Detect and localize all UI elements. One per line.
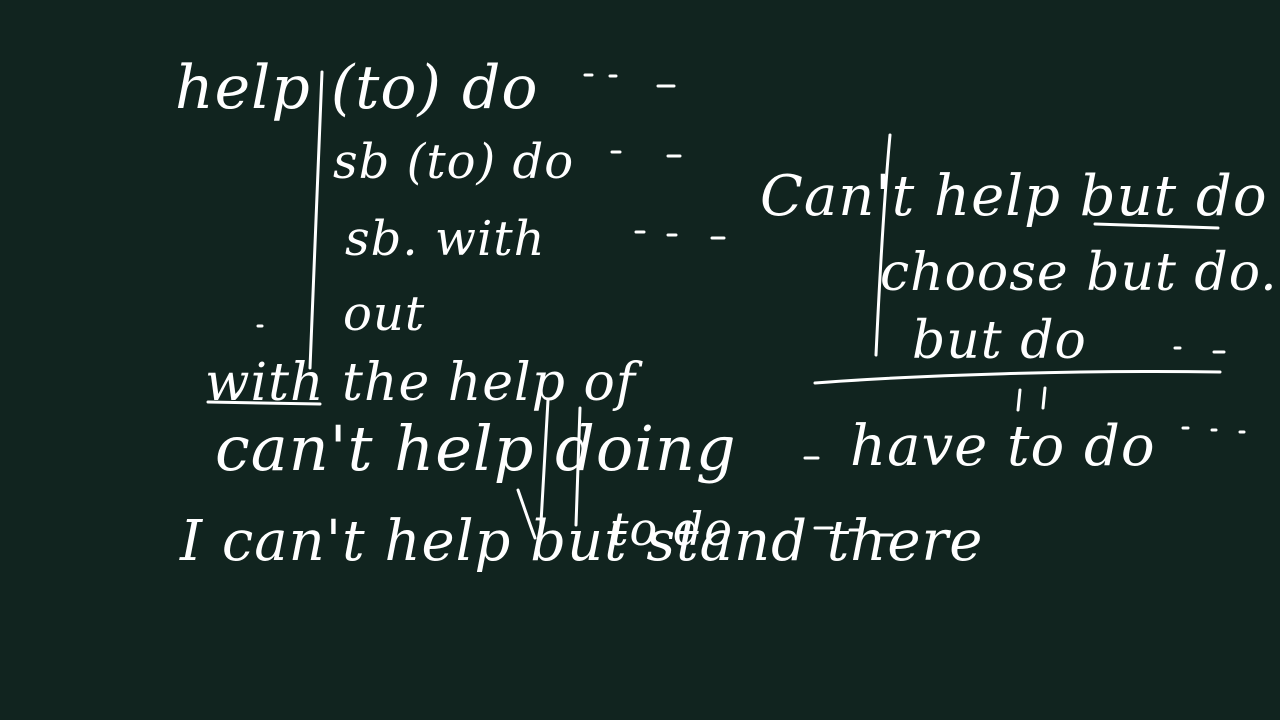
help-bracket-line [308,70,324,370]
note-out: out [343,286,425,342]
note-sb-with: sb. with [345,211,546,267]
note-choose-but-do: choose but do. [880,243,1278,303]
dash-mark [813,526,894,537]
note-sb-to-do: sb (to) do [333,134,574,190]
dash-mark [610,150,682,158]
note-have-to-do: have to do [850,414,1156,479]
quote-marks [1016,386,1047,412]
note-cant-help-but-do: Can't help but do [760,164,1268,229]
note-cant-help-but-stand: I can't help but stand there [179,509,983,574]
underline-with [206,400,322,406]
brace-connector [516,398,582,542]
dash-mark [1173,346,1226,354]
dash-mark [1181,426,1246,434]
note-but-do: but do [912,311,1087,371]
right-bracket-line [874,133,892,357]
divider-line [813,370,1222,385]
note-help-to-do: help (to) do [175,53,538,123]
dash-mark [583,73,676,88]
underline-do [1093,222,1220,230]
note-to-do: to do [610,502,733,556]
dash-mark [634,230,726,240]
note-cant-help-doing: can't help doing [215,412,737,485]
